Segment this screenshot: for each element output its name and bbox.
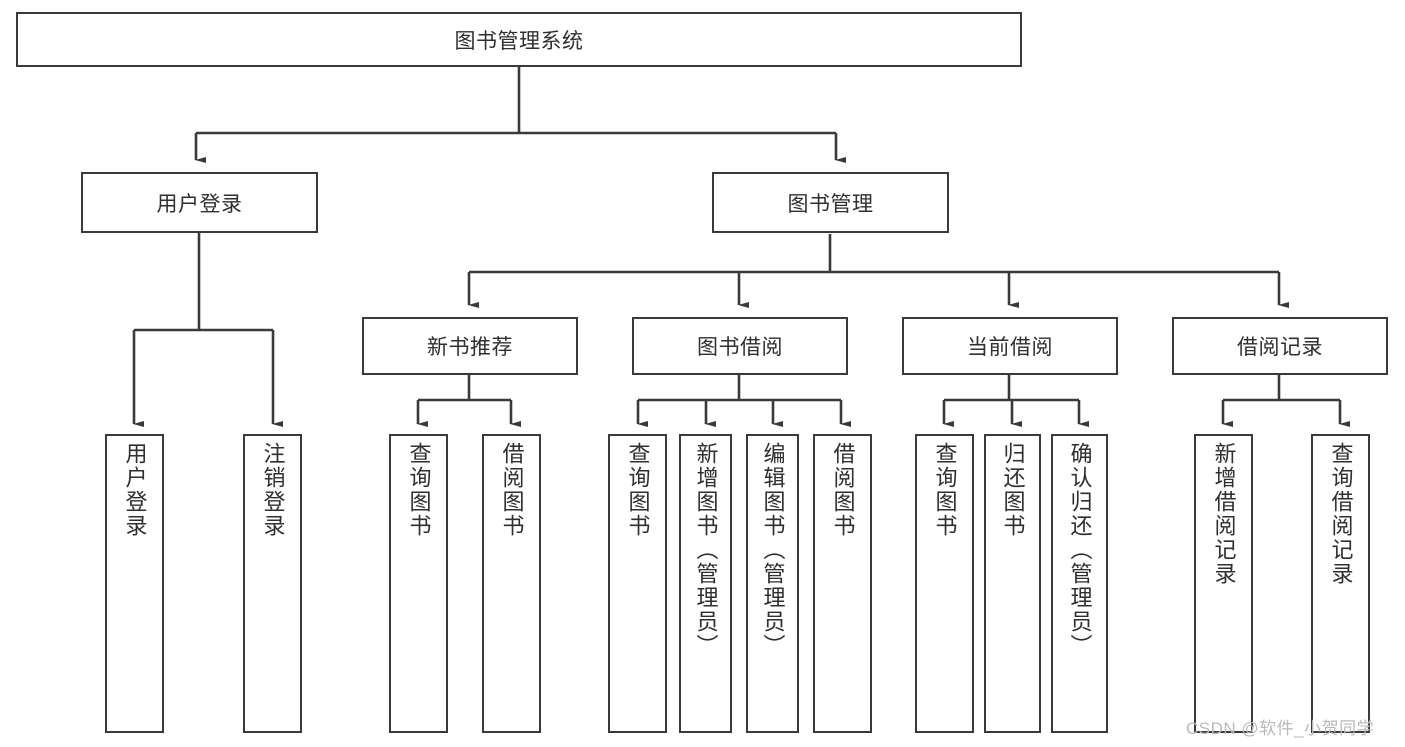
leaf-label: 借阅图书 (499, 442, 525, 538)
leaf-label: 确认归还（管理员） (1067, 442, 1093, 658)
leaf-book-borrow-query[interactable]: 查询图书 (608, 434, 667, 733)
leaf-label: 查询图书 (625, 442, 651, 538)
leaf-book-borrow-add[interactable]: 新增图书（管理员） (679, 434, 732, 733)
leaf-label: 查询图书 (406, 442, 432, 538)
node-book-management[interactable]: 图书管理 (712, 172, 949, 233)
leaf-label: 新增借阅记录 (1211, 442, 1237, 586)
node-book-borrow[interactable]: 图书借阅 (632, 317, 848, 375)
leaf-book-borrow-borrow[interactable]: 借阅图书 (813, 434, 872, 733)
leaf-book-borrow-edit[interactable]: 编辑图书（管理员） (746, 434, 799, 733)
leaf-borrow-record-query[interactable]: 查询借阅记录 (1311, 434, 1370, 733)
node-user-login-label: 用户登录 (156, 192, 243, 216)
leaf-current-borrow-return[interactable]: 归还图书 (984, 434, 1041, 733)
node-book-borrow-label: 图书借阅 (697, 336, 783, 359)
node-new-book-recommend[interactable]: 新书推荐 (362, 317, 578, 375)
leaf-user-login-signin[interactable]: 用户登录 (105, 434, 164, 733)
node-borrow-record-label: 借阅记录 (1237, 336, 1323, 359)
node-book-management-label: 图书管理 (787, 192, 874, 216)
leaf-label: 注销登录 (260, 442, 286, 538)
leaf-label: 新增图书（管理员） (693, 442, 719, 658)
leaf-label: 查询图书 (932, 442, 958, 538)
leaf-borrow-record-add[interactable]: 新增借阅记录 (1194, 434, 1253, 733)
leaf-current-borrow-confirm[interactable]: 确认归还（管理员） (1051, 434, 1108, 733)
leaf-label: 查询借阅记录 (1328, 442, 1354, 586)
node-borrow-record[interactable]: 借阅记录 (1172, 317, 1388, 375)
leaf-current-borrow-query[interactable]: 查询图书 (915, 434, 974, 733)
leaf-new-book-query[interactable]: 查询图书 (389, 434, 448, 733)
node-root[interactable]: 图书管理系统 (16, 12, 1022, 67)
watermark-text: CSDN @软件_小贺同学 (1186, 719, 1375, 738)
node-new-book-recommend-label: 新书推荐 (427, 336, 513, 359)
node-current-borrow[interactable]: 当前借阅 (902, 317, 1118, 375)
leaf-label: 归还图书 (1000, 442, 1026, 538)
leaf-label: 编辑图书（管理员） (760, 442, 786, 658)
node-root-label: 图书管理系统 (454, 29, 584, 53)
leaf-label: 借阅图书 (830, 442, 856, 538)
leaf-new-book-borrow[interactable]: 借阅图书 (482, 434, 541, 733)
leaf-label: 用户登录 (122, 442, 148, 538)
leaf-user-login-signout[interactable]: 注销登录 (243, 434, 302, 733)
node-current-borrow-label: 当前借阅 (967, 336, 1053, 359)
node-user-login[interactable]: 用户登录 (81, 172, 318, 233)
